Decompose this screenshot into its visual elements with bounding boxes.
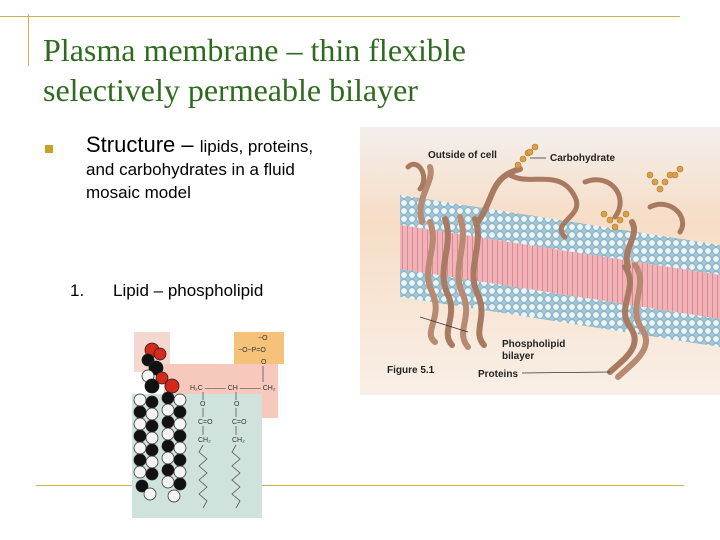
protein-left: [417, 164, 523, 350]
leader-lines: [419, 157, 611, 374]
formula-o-bottom: O: [261, 359, 267, 366]
space-filling-model: [141, 342, 180, 394]
formula-carbonyl-2: C=O: [232, 419, 247, 426]
phosphate-panel: [234, 332, 284, 364]
label-proteins: Proteins: [478, 369, 518, 380]
bullet-heading: Structure –: [86, 132, 200, 157]
title-accent-rule: [28, 14, 29, 66]
numbered-item: 1. Lipid – phospholipid: [70, 281, 263, 301]
title-line-2: selectively permeable bilayer: [43, 72, 418, 108]
item-number: 1.: [70, 281, 85, 300]
bullet-square-icon: [45, 145, 53, 153]
label-figure-number: Figure 5.1: [387, 365, 435, 376]
carbohydrate-chains: [514, 143, 684, 231]
label-outside-of-cell: Outside of cell: [428, 150, 497, 161]
formula-carbonyl-1: C=O: [198, 419, 213, 426]
formula-ch2-1: CH₂: [198, 437, 211, 444]
slide-title: Plasma membrane – thin flexible selectiv…: [43, 30, 683, 110]
formula-glycerol: H₂C ——— CH ——— CH₂: [190, 385, 276, 392]
label-carbohydrate: Carbohydrate: [550, 153, 615, 164]
floating-proteins: [405, 162, 686, 240]
formula-ch2-2: CH₂: [232, 437, 245, 444]
label-phospholipid: Phospholipid: [502, 339, 565, 350]
formula-o-top: −O: [258, 335, 268, 342]
title-line-1: Plasma membrane – thin flexible: [43, 32, 466, 68]
tail-chain-1: [133, 393, 159, 501]
phospholipid-illustration: −O −O−P=O O H₂C ——— CH ——— CH₂ O O C=O C…: [132, 332, 284, 518]
bullet-structure: Structure – lipids, proteins, and carboh…: [86, 133, 336, 204]
top-rule: [0, 16, 680, 17]
formula-ester-o-2: O: [234, 401, 240, 408]
item-text: Lipid – phospholipid: [113, 281, 264, 300]
bottom-rule: [36, 485, 684, 486]
protein-right: [607, 219, 649, 380]
tail-chain-2: [161, 391, 187, 503]
membrane-illustration: Outside of cell Carbohydrate Phospholipi…: [360, 127, 720, 395]
bullet-body: lipids, proteins, and carbohydrates in a…: [86, 137, 314, 202]
label-bilayer: bilayer: [502, 351, 534, 362]
membrane-figure: Outside of cell Carbohydrate Phospholipi…: [360, 127, 720, 395]
formula-bonds: [198, 366, 264, 509]
phospholipid-figure: −O −O−P=O O H₂C ——— CH ——— CH₂ O O C=O C…: [128, 330, 288, 522]
formula-ester-o-1: O: [200, 401, 206, 408]
formula-phosphate: −O−P=O: [238, 347, 266, 354]
